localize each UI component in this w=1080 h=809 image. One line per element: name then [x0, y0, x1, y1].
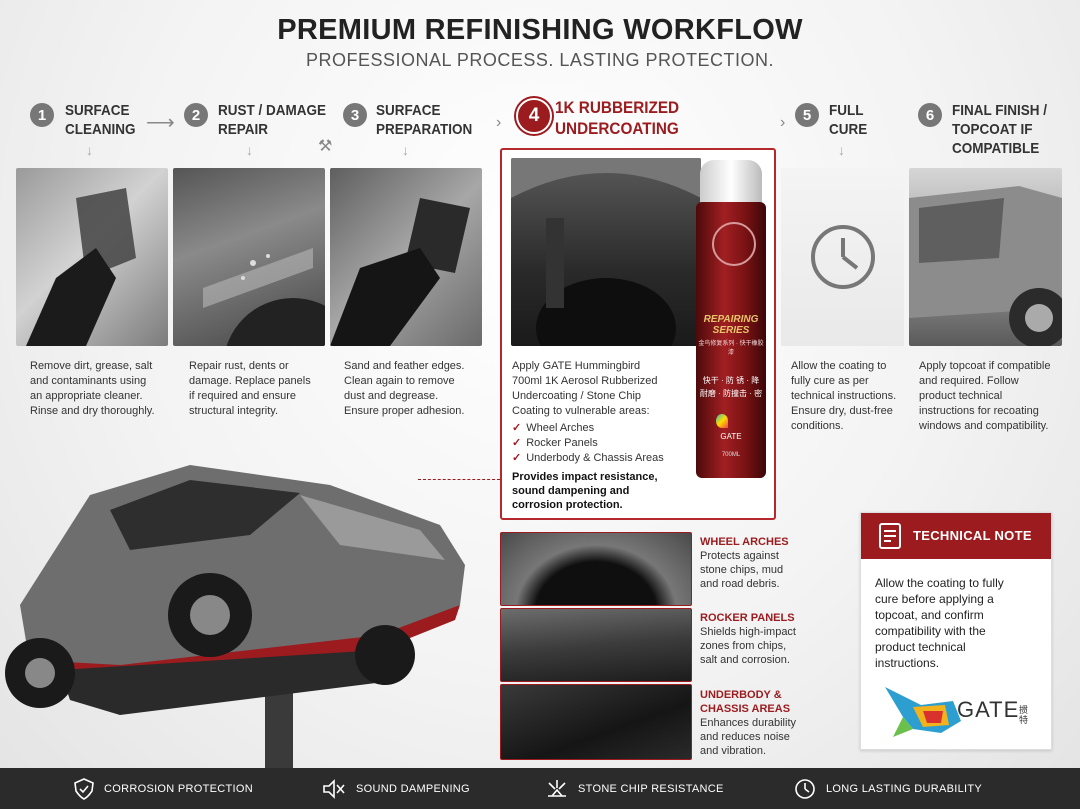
- page-title: PREMIUM REFINISHING WORKFLOW: [277, 14, 803, 46]
- gate-logo-cn: 掼特: [1019, 705, 1029, 725]
- checkmark-icon: ✓: [512, 422, 522, 434]
- feature-sound: SOUND DAMPENING: [322, 768, 470, 809]
- gate-logo-text: GATE: [957, 697, 1020, 722]
- stone-impact-icon: [548, 779, 566, 797]
- wheel-arches-image: [500, 532, 692, 606]
- feature-durability: LONG LASTING DURABILITY: [794, 768, 982, 809]
- page-subtitle: PROFESSIONAL PROCESS. LASTING PROTECTION…: [306, 50, 774, 70]
- final-finish-photo: [909, 168, 1062, 346]
- checklist-item: ✓Underbody & Chassis Areas: [512, 452, 664, 464]
- checklist-item: ✓Rocker Panels: [512, 437, 598, 449]
- cure-panel: [781, 168, 904, 346]
- speaker-mute-icon: [323, 778, 345, 799]
- clock-icon: [795, 778, 815, 799]
- step-3-number: 3: [343, 103, 367, 127]
- step-5-number: 5: [795, 103, 819, 127]
- chevron-right-icon: ›: [780, 114, 786, 131]
- can-chinese-title: 金鸟修复系列 · 快干橡胶漆: [698, 341, 764, 356]
- step-3-desc: Sand and feather edges.Clean again to re…: [344, 360, 465, 417]
- document-icon: [879, 523, 901, 549]
- active-step-benefit: Provides impact resistance,sound dampeni…: [512, 471, 658, 511]
- arrow-down-icon: ↓: [838, 142, 845, 158]
- hammer-icon: ⚒: [318, 138, 333, 155]
- car-on-lift-illustration: [0, 455, 480, 768]
- product-can: REPAIRING SERIES 金鸟修复系列 · 快干橡胶漆 快干 · 防 锈…: [692, 160, 772, 484]
- can-chinese-row2: 耐磨 · 防撞击 · 密: [699, 389, 763, 398]
- chevron-right-icon: ›: [496, 114, 502, 131]
- can-label-line2: SERIES: [712, 325, 750, 336]
- hummingbird-icon: [716, 414, 728, 428]
- arrow-down-icon: ↓: [402, 142, 409, 158]
- can-label-line1: REPAIRING: [703, 314, 759, 325]
- technical-note-title: TECHNICAL NOTE: [913, 528, 1032, 543]
- feature-corrosion: CORROSION PROTECTION: [74, 768, 253, 809]
- arrow-down-icon: ↓: [246, 142, 253, 158]
- rocker-panels-image: [500, 608, 692, 682]
- checkmark-icon: ✓: [512, 437, 522, 449]
- arrow-down-icon: ↓: [86, 142, 93, 158]
- cleaning-photo: [16, 168, 168, 346]
- feature-stone-chip: STONE CHIP RESISTANCE: [546, 768, 724, 809]
- hummingbird-logo-icon: [885, 687, 961, 737]
- preparation-photo: [330, 168, 482, 346]
- checkmark-icon: ✓: [512, 452, 522, 464]
- can-brand: GATE: [720, 432, 742, 441]
- underbody-detail: UNDERBODY &CHASSIS AREAS Enhances durabi…: [700, 689, 797, 757]
- step-2-number: 2: [184, 103, 208, 127]
- technical-note-header: TECHNICAL NOTE: [861, 513, 1051, 559]
- step-4-number: 4: [516, 98, 552, 134]
- underbody-image: [500, 684, 692, 760]
- rust-repair-photo: [173, 168, 325, 346]
- clock-icon: [811, 225, 875, 289]
- wheel-arch-photo: [511, 158, 701, 346]
- can-volume: 700ML: [721, 452, 741, 458]
- can-chinese-row1: 快干 · 防 锈 · 降: [702, 376, 760, 385]
- shield-check-icon: [74, 777, 94, 800]
- step-1-number: 1: [30, 103, 54, 127]
- checklist-item: ✓Wheel Arches: [512, 422, 595, 434]
- arrow-right-icon: ⟶: [146, 112, 175, 134]
- can-cap: [700, 160, 762, 204]
- feature-bar: CORROSION PROTECTION SOUND DAMPENING STO…: [0, 768, 1080, 809]
- technical-note-card: TECHNICAL NOTE Allow the coating to full…: [860, 512, 1052, 750]
- area-checklist: ✓Wheel Arches ✓Rocker Panels ✓Underbody …: [512, 421, 664, 466]
- can-emblem-icon: [712, 222, 756, 266]
- step-6-number: 6: [918, 103, 942, 127]
- callout-line: [418, 479, 500, 480]
